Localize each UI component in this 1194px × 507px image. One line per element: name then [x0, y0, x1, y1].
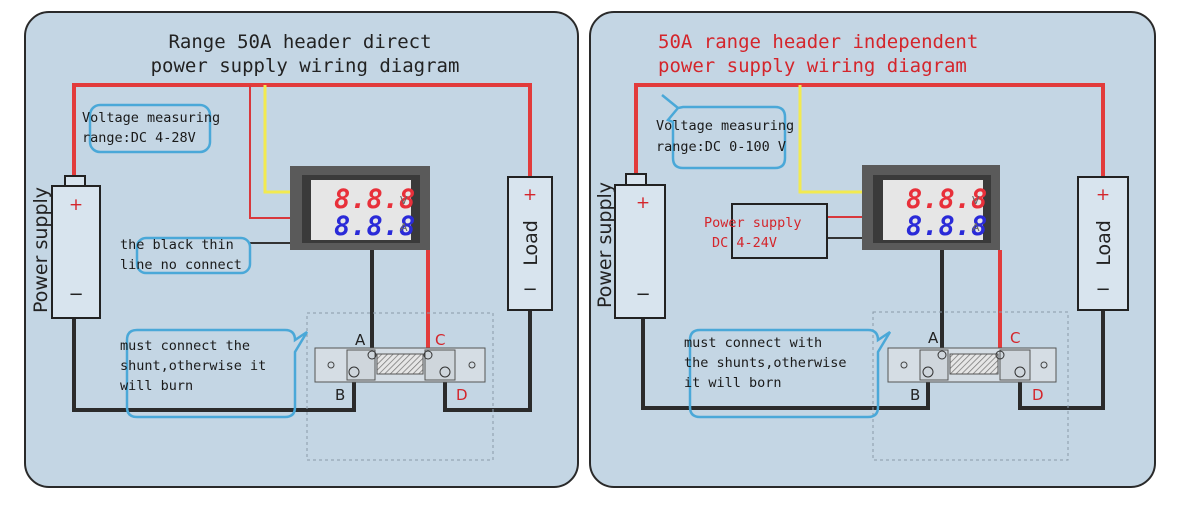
panel-title-line1: 50A range header independent	[658, 31, 978, 53]
voltage-note-bubble	[88, 103, 212, 154]
battery-cap	[625, 173, 647, 186]
shunt-note-line3: it will born	[684, 375, 782, 391]
shunt-note-bubble	[688, 328, 892, 419]
battery-plus: +	[69, 195, 83, 215]
black-line-note-line1: the black thin	[120, 237, 234, 253]
voltage-note-line2: range:DC 0-100 V	[656, 139, 786, 155]
battery-minus: −	[68, 284, 83, 305]
terminal-a-label: A	[355, 331, 366, 349]
battery-icon	[614, 184, 666, 319]
red-positive-wire	[634, 83, 1105, 178]
load-label: Load	[1093, 220, 1115, 266]
terminal-b-label: B	[335, 386, 345, 404]
display-current: 8.8.8	[906, 211, 987, 242]
unit-v: V	[400, 194, 408, 207]
unit-a: A	[972, 221, 980, 234]
voltage-note-line2: range:DC 4-28V	[82, 130, 196, 146]
battery-cap	[64, 175, 86, 187]
panel-title-line1: Range 50A header direct	[168, 31, 431, 53]
load-icon	[507, 176, 553, 311]
shunt-note-line3: will burn	[120, 378, 193, 394]
volt-amp-meter: 8.8.8 8.8.8 V A	[290, 166, 430, 250]
display-voltage: 8.8.8	[906, 184, 987, 215]
voltage-note-line1: Voltage measuring	[656, 118, 794, 134]
voltage-note-bubble	[661, 94, 787, 170]
shunt-dashed-outline	[306, 312, 494, 461]
aux-supply-line1: Power supply	[704, 215, 802, 231]
black-line-note-bubble	[135, 236, 252, 275]
load-label: Load	[520, 220, 542, 266]
shunt-note-line1: must connect with	[684, 335, 822, 351]
load-minus: −	[1095, 279, 1110, 300]
red-voltage-sense-wire	[249, 85, 290, 219]
terminal-a-label: A	[928, 329, 939, 347]
yellow-wire	[263, 85, 290, 194]
terminal-d-label: D	[456, 386, 468, 404]
terminal-b-label: B	[910, 386, 920, 404]
battery-plus: +	[636, 193, 650, 213]
black-wire-battery-to-b	[72, 318, 356, 412]
power-supply-label: Power supply	[594, 182, 616, 308]
display-voltage: 8.8.8	[334, 184, 415, 215]
volt-amp-meter: 8.8.8 8.8.8 V A	[862, 165, 1000, 250]
display-current: 8.8.8	[334, 211, 415, 242]
load-plus: +	[523, 185, 537, 205]
shunt-resistor	[314, 347, 486, 383]
black-line-note-line2: line no connect	[120, 257, 242, 273]
shunt-dashed-outline	[872, 311, 1069, 461]
shunt-resistor	[887, 347, 1057, 383]
shunt-note-line2: the shunts,otherwise	[684, 355, 847, 371]
unit-a: A	[400, 221, 408, 234]
unit-v: V	[972, 194, 980, 207]
aux-power-supply-box	[731, 203, 828, 259]
panel-title-line2: power supply wiring diagram	[658, 55, 967, 77]
battery-minus: −	[635, 284, 650, 305]
right-panel-independent-supply: 50A range header independent power suppl…	[589, 11, 1156, 488]
terminal-d-label: D	[1032, 386, 1044, 404]
load-icon	[1077, 176, 1129, 311]
shunt-note-line1: must connect the	[120, 338, 250, 354]
black-wire-d-to-load	[443, 310, 532, 412]
black-wire-battery-to-b	[641, 318, 930, 410]
power-supply-label: Power supply	[30, 187, 52, 313]
battery-icon	[51, 185, 101, 319]
black-wire-d-to-load	[1018, 310, 1105, 410]
left-panel-direct-supply: Range 50A header direct power supply wir…	[24, 11, 579, 488]
load-plus: +	[1096, 185, 1110, 205]
voltage-note-line1: Voltage measuring	[82, 110, 220, 126]
shunt-note-line2: shunt,otherwise it	[120, 358, 266, 374]
yellow-wire	[798, 85, 862, 194]
load-minus: −	[522, 279, 537, 300]
red-positive-wire	[72, 83, 532, 178]
aux-supply-line2: DC 4-24V	[712, 235, 777, 251]
terminal-c-label: C	[1010, 329, 1020, 347]
terminal-c-label: C	[435, 331, 445, 349]
panel-title-line2: power supply wiring diagram	[151, 55, 460, 77]
shunt-note-bubble	[125, 328, 309, 419]
